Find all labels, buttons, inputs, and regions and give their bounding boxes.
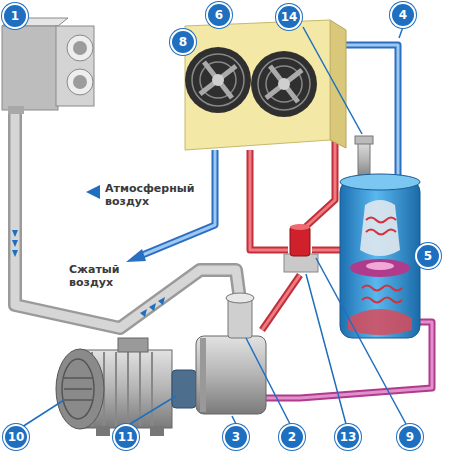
leader-line (246, 338, 290, 424)
separator-vessel (340, 136, 420, 338)
leader-line (303, 27, 362, 134)
vessel-top (340, 174, 420, 190)
motor-fan-cover (56, 349, 104, 429)
fan (185, 47, 251, 113)
motor-grille (64, 378, 92, 400)
hot-oil-pipes (250, 140, 432, 398)
oil-pipe-shine (300, 140, 335, 232)
oil-pipe (300, 140, 335, 232)
cooler-front (185, 20, 330, 150)
thermostatic-valve (284, 224, 318, 272)
oil-pipe-shine (250, 150, 288, 250)
callout-number: 5 (415, 243, 441, 269)
fan-ring (251, 51, 317, 117)
callout-number: 6 (206, 2, 232, 28)
flow-arrow (12, 240, 18, 247)
pressure-pipe-cap (355, 136, 373, 144)
inlet-valve-top (226, 293, 254, 303)
callout-number: 4 (390, 2, 416, 28)
fan (251, 51, 317, 117)
callout-number: 2 (279, 424, 305, 450)
leader-line (306, 274, 346, 424)
filter-inlet (67, 35, 93, 61)
fan-grille (266, 66, 302, 102)
leader-line (316, 258, 406, 424)
cooler-side (330, 20, 346, 148)
callout-number: 9 (397, 424, 423, 450)
fan-grille (192, 54, 244, 106)
callout-number: 14 (276, 4, 302, 30)
motor-foot (96, 426, 110, 436)
leader-line (232, 416, 236, 424)
callout-number: 1 (2, 3, 28, 29)
fan-blades (266, 66, 302, 102)
coupling (172, 370, 196, 408)
filter-front (2, 26, 58, 110)
separator-disc-core (366, 262, 394, 270)
oil-pipe (312, 247, 340, 254)
inflow-arrow (86, 185, 100, 199)
fan-grille (200, 62, 236, 98)
fan-blades (200, 62, 236, 98)
electric-motor (56, 338, 172, 436)
leader-line (130, 396, 176, 424)
compressor-flange (200, 338, 206, 412)
flow-arrow (12, 230, 18, 237)
fan-hub (278, 78, 290, 90)
oil-sump (348, 309, 412, 335)
callout-number: 10 (3, 424, 29, 450)
filter-inlet-core (73, 41, 87, 55)
separator-element (360, 200, 400, 256)
outflow-label: Сжатый воздух (68, 262, 126, 290)
flow-arrow (158, 297, 165, 305)
callout-number: 11 (113, 424, 139, 450)
cooler (185, 20, 346, 150)
valve-top (290, 224, 310, 230)
fan-ring (185, 47, 251, 113)
flow-arrow (12, 250, 18, 257)
oil-pipe-shine (262, 275, 300, 330)
vessel-body (340, 180, 420, 338)
fan-hub (212, 74, 224, 86)
valve-head (290, 226, 310, 256)
fan-grille (258, 58, 310, 110)
filter-side (56, 26, 94, 106)
terminal-box (118, 338, 148, 352)
separator-disc (350, 259, 410, 277)
motor-foot (150, 426, 164, 436)
inflow-label: Атмосферный воздух (104, 181, 194, 209)
compressor-body (196, 336, 266, 414)
leader-line (22, 400, 64, 427)
screw-compressor (196, 293, 266, 414)
leader-line (399, 27, 403, 38)
oil-pipe (262, 275, 300, 330)
filter-inlet-core (73, 75, 87, 89)
filter-inlet (67, 69, 93, 95)
callout-number: 13 (335, 424, 361, 450)
callout-number: 3 (223, 424, 249, 450)
callout-number: 8 (170, 29, 196, 55)
valve-block (284, 254, 318, 272)
leader-lines (22, 27, 406, 427)
motor-grille (62, 359, 94, 419)
oil-mist (362, 218, 402, 303)
filter-outlet (8, 106, 24, 114)
outflow-arrow (126, 249, 146, 262)
oil-pipe (250, 150, 288, 250)
flow-arrow (149, 303, 156, 311)
air-filter (2, 18, 94, 114)
flow-arrow (140, 309, 147, 317)
oil-pipe-shine (312, 249, 340, 252)
